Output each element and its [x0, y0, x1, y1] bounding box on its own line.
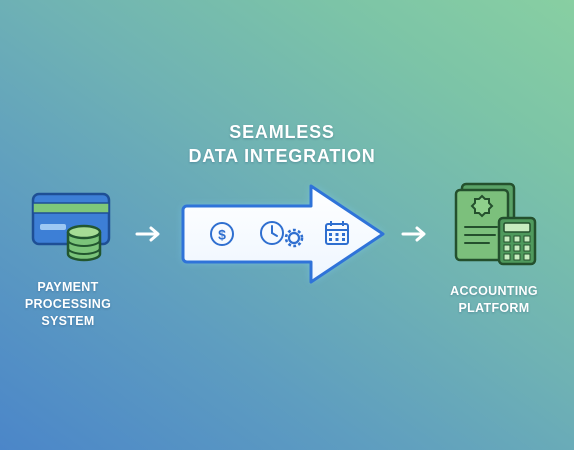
accounting-platform-icon [454, 182, 537, 266]
diagram-title-line1: SEAMLESS [229, 122, 335, 142]
calendar-icon [325, 221, 349, 245]
coin-stack-icon [66, 224, 102, 262]
source-label-line1: PAYMENT [37, 280, 99, 294]
clock-icon [260, 221, 284, 245]
flow-arrow-left [135, 226, 160, 242]
calculator-icon [497, 216, 537, 266]
destination-label-line2: PLATFORM [458, 301, 530, 315]
payment-system-icon [31, 192, 111, 262]
source-label-line2: PROCESSING [24, 297, 112, 311]
gear-icon [284, 228, 304, 248]
document-seal-icon [454, 182, 516, 262]
flow-arrow-right [401, 226, 426, 242]
dollar-coin-icon: $ [210, 222, 234, 246]
diagram-title-line2: DATA INTEGRATION [188, 146, 376, 166]
source-label-line3: SYSTEM [41, 314, 95, 328]
destination-label-line1: ACCOUNTING [450, 284, 538, 298]
svg-text:$: $ [218, 227, 226, 243]
